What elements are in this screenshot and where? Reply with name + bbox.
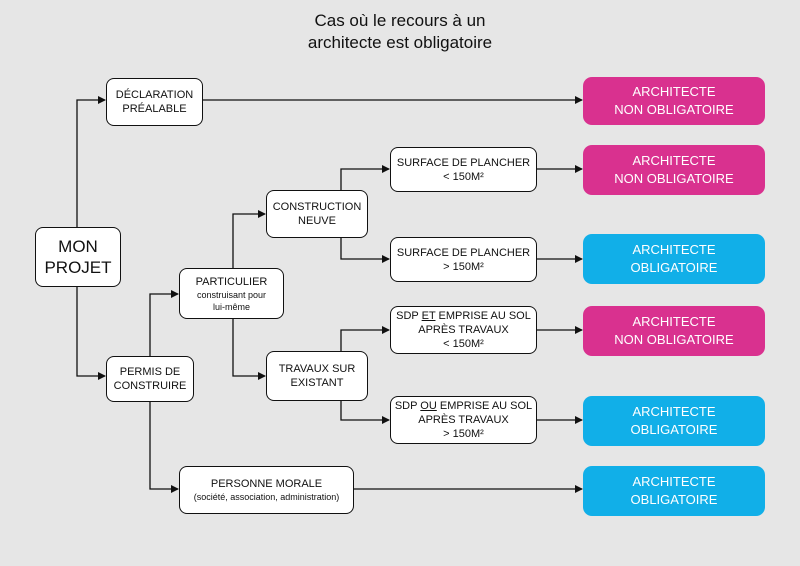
node-travaux-sur-existant: TRAVAUX SUR EXISTANT xyxy=(266,351,368,401)
edge-construction-surface-sup xyxy=(340,238,390,263)
node-permis-de-construire: PERMIS DE CONSTRUIRE xyxy=(106,356,194,402)
edge-permis-particulier xyxy=(149,290,179,356)
result-line-1: ARCHITECTE xyxy=(632,404,716,419)
node-construction-neuve: CONSTRUCTION NEUVE xyxy=(266,190,368,238)
node-declaration-line-2: PRÉALABLE xyxy=(122,103,187,115)
edge-travaux-sdp-et xyxy=(340,326,390,351)
result-line-2: OBLIGATOIRE xyxy=(630,422,718,437)
edge-permis-morale xyxy=(149,402,179,493)
node-sdp-ou-emprise: SDP OU EMPRISE AU SOL APRÈS TRAVAUX > 15… xyxy=(390,396,537,444)
diagram-title: Cas où le recours à un architecte est ob… xyxy=(250,10,550,54)
result-obligatoire-sdp: ARCHITECTE OBLIGATOIRE xyxy=(583,396,765,446)
node-sdp-ou-line-2: APRÈS TRAVAUX xyxy=(418,414,509,426)
result-line-1: ARCHITECTE xyxy=(632,474,716,489)
node-surface-sup-line-2: > 150M² xyxy=(443,260,484,273)
edge-particulier-construction xyxy=(232,210,266,268)
result-non-obligatoire-surface: ARCHITECTE NON OBLIGATOIRE xyxy=(583,145,765,195)
result-obligatoire-surface: ARCHITECTE OBLIGATOIRE xyxy=(583,234,765,284)
node-surface-inferieure: SURFACE DE PLANCHER < 150M² xyxy=(390,147,537,192)
edge-construction-surface-inf xyxy=(340,165,390,190)
result-line-1: ARCHITECTE xyxy=(632,153,716,168)
node-personne-morale-line-1: PERSONNE MORALE xyxy=(210,478,323,490)
node-sdp-et-line-2: APRÈS TRAVAUX xyxy=(418,324,509,336)
result-line-1: ARCHITECTE xyxy=(632,242,716,257)
sdp-et-pre: SDP xyxy=(396,310,422,322)
node-particulier-line-3: lui-même xyxy=(212,301,250,312)
node-sdp-ou-line-3: > 150M² xyxy=(443,428,484,440)
result-line-2: NON OBLIGATOIRE xyxy=(614,332,734,347)
sdp-et-post: EMPRISE AU SOL xyxy=(435,310,531,322)
node-surface-sup-line-1: SURFACE DE PLANCHER xyxy=(396,246,531,259)
node-surface-inf-line-2: < 150M² xyxy=(443,170,484,183)
sdp-ou-post: EMPRISE AU SOL xyxy=(436,400,533,412)
result-non-obligatoire-declaration: ARCHITECTE NON OBLIGATOIRE xyxy=(583,77,765,125)
edge-particulier-travaux xyxy=(232,319,266,380)
node-personne-morale: PERSONNE MORALE (société, association, a… xyxy=(179,466,354,514)
node-mon-projet: MON PROJET xyxy=(35,227,121,287)
node-permis-line-1: PERMIS DE xyxy=(119,366,181,378)
result-line-1: ARCHITECTE xyxy=(632,314,716,329)
result-non-obligatoire-sdp: ARCHITECTE NON OBLIGATOIRE xyxy=(583,306,765,356)
node-sdp-et-line-3: < 150M² xyxy=(443,338,484,350)
title-line-1: Cas où le recours à un xyxy=(314,11,486,30)
edge-travaux-sdp-ou xyxy=(340,401,390,424)
node-declaration-prealable: DÉCLARATION PRÉALABLE xyxy=(106,78,203,126)
node-declaration-line-1: DÉCLARATION xyxy=(115,89,194,101)
result-line-2: NON OBLIGATOIRE xyxy=(614,171,734,186)
edge-projet-permis xyxy=(76,287,106,380)
node-travaux-line-1: TRAVAUX SUR xyxy=(278,363,356,375)
node-surface-inf-line-1: SURFACE DE PLANCHER xyxy=(396,156,531,169)
result-line-2: OBLIGATOIRE xyxy=(630,492,718,507)
result-line-2: OBLIGATOIRE xyxy=(630,260,718,275)
node-permis-line-2: CONSTRUIRE xyxy=(113,380,187,392)
result-line-2: NON OBLIGATOIRE xyxy=(614,102,734,117)
result-obligatoire-morale: ARCHITECTE OBLIGATOIRE xyxy=(583,466,765,516)
sdp-ou-connector: OU xyxy=(420,400,437,412)
sdp-et-connector: ET xyxy=(421,310,436,322)
node-sdp-et-line-1: SDP ET EMPRISE AU SOL xyxy=(396,309,531,323)
node-sdp-ou-line-1: SDP OU EMPRISE AU SOL xyxy=(395,399,532,413)
node-particulier-line-1: PARTICULIER xyxy=(195,275,268,288)
node-mon-projet-line-2: PROJET xyxy=(44,258,112,277)
edge-projet-declaration xyxy=(76,96,106,227)
node-construction-line-2: NEUVE xyxy=(298,215,336,227)
node-particulier: PARTICULIER construisant pour lui-même xyxy=(179,268,284,319)
node-sdp-et-emprise: SDP ET EMPRISE AU SOL APRÈS TRAVAUX < 15… xyxy=(390,306,537,354)
node-construction-line-1: CONSTRUCTION xyxy=(272,201,362,213)
node-personne-morale-line-2: (société, association, administration) xyxy=(193,492,340,502)
title-line-2: architecte est obligatoire xyxy=(307,33,493,52)
node-surface-superieure: SURFACE DE PLANCHER > 150M² xyxy=(390,237,537,282)
node-mon-projet-line-1: MON xyxy=(58,237,98,256)
node-particulier-line-2: construisant pour xyxy=(196,289,267,300)
node-travaux-line-2: EXISTANT xyxy=(290,377,344,389)
result-line-1: ARCHITECTE xyxy=(632,84,716,99)
sdp-ou-pre: SDP xyxy=(394,400,421,412)
